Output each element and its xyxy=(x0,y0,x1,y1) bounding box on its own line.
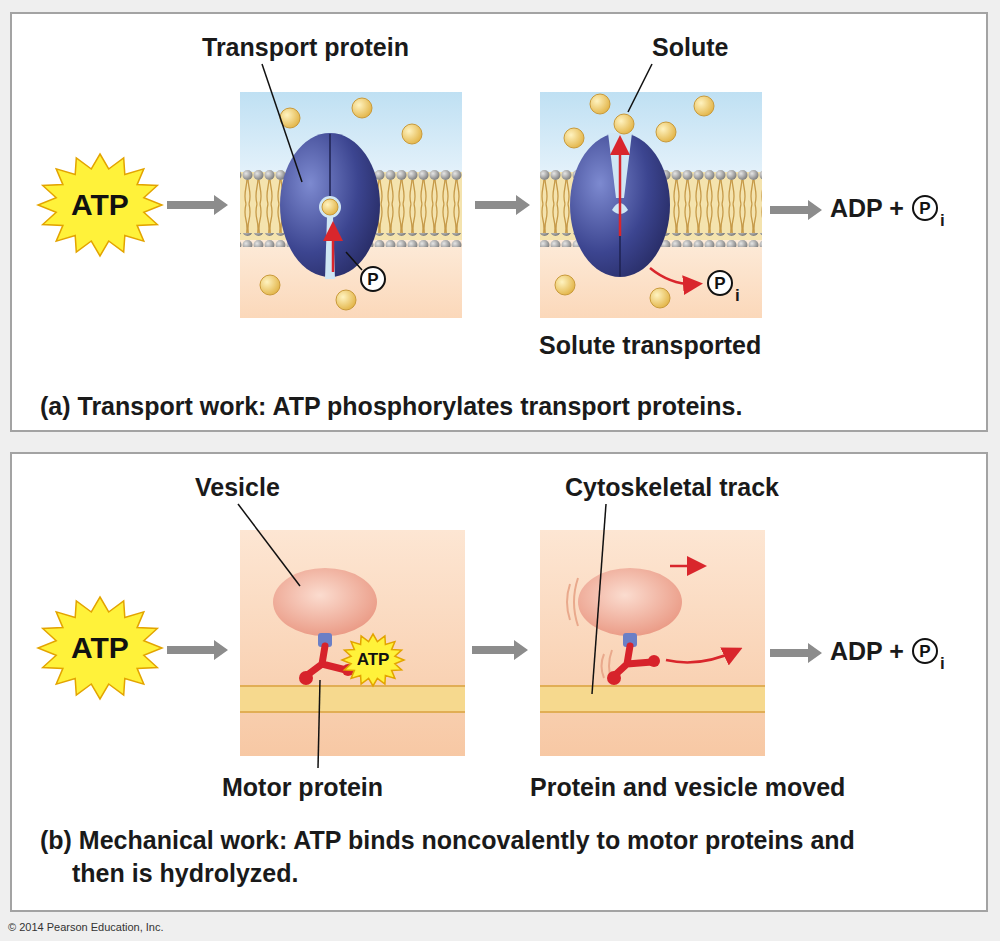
solute xyxy=(555,94,714,308)
cell-scene xyxy=(240,530,465,756)
transport-protein xyxy=(570,133,670,277)
step-label: Solute transported xyxy=(539,330,761,360)
transport-protein xyxy=(329,134,331,196)
atp-starburst: ATP xyxy=(36,595,164,701)
panel-ground xyxy=(10,12,988,432)
product-label: ADP + xyxy=(830,193,904,223)
solute xyxy=(614,114,634,134)
process-arrow xyxy=(475,195,530,215)
leader-line xyxy=(318,680,320,768)
transport-protein xyxy=(570,133,670,277)
part-label: Cytoskeletal track xyxy=(565,472,779,502)
cell-scene xyxy=(240,711,465,713)
panel-caption: (b) Mechanical work: ATP binds noncovale… xyxy=(40,824,900,890)
solute xyxy=(260,275,280,295)
node-label: P xyxy=(919,643,930,660)
motor-protein xyxy=(299,671,313,685)
transport-protein xyxy=(325,217,335,279)
step-label: Protein and vesicle moved xyxy=(530,772,845,802)
process-arrow xyxy=(770,643,822,663)
product-label: ADP + xyxy=(830,636,904,666)
solute xyxy=(555,275,575,295)
part-label: Motor protein xyxy=(222,772,383,802)
atp-starburst: ATP xyxy=(340,632,406,688)
leader-line xyxy=(346,252,362,270)
cell-scene xyxy=(540,711,765,713)
part-label: Transport protein xyxy=(202,32,409,62)
panel-box: (b) Mechanical work: ATP binds noncovale… xyxy=(10,452,988,912)
cell-scene xyxy=(240,685,465,687)
motor-protein xyxy=(614,646,652,676)
node-label: P xyxy=(714,275,725,292)
motion-blur xyxy=(574,578,578,626)
solute xyxy=(352,98,372,118)
vesicle xyxy=(578,568,682,636)
red-arrow xyxy=(666,650,738,662)
subscript: i xyxy=(940,211,945,231)
node-label: ATP xyxy=(36,152,164,258)
node-label: ATP xyxy=(340,632,406,688)
vesicle xyxy=(578,568,682,636)
solute xyxy=(564,128,584,148)
transport-protein xyxy=(280,133,380,279)
solute xyxy=(694,96,714,116)
copyright-note: © 2014 Pearson Education, Inc. xyxy=(8,920,163,934)
subscript: i xyxy=(940,654,945,674)
membrane-scene xyxy=(240,92,462,318)
cell-scene xyxy=(540,530,765,756)
phosphate-circle: P xyxy=(912,638,938,664)
process-arrow xyxy=(167,195,822,663)
leader-line xyxy=(262,64,302,182)
motor-protein xyxy=(648,655,660,667)
red-arrow xyxy=(332,226,335,272)
solute xyxy=(656,122,676,142)
atp-starburst: ATP xyxy=(36,152,164,258)
transport-protein xyxy=(319,196,341,218)
motor-protein xyxy=(607,671,621,685)
red-arrow xyxy=(670,565,702,568)
transport-protein xyxy=(322,199,338,215)
cell-scene xyxy=(240,686,465,712)
node-label: ATP xyxy=(36,595,164,701)
subscript: i xyxy=(735,286,740,306)
cell-scene xyxy=(540,685,765,687)
leader-line xyxy=(592,504,606,694)
cell-scene xyxy=(240,530,465,756)
leader-line xyxy=(628,64,652,112)
phosphate-circle: P xyxy=(360,266,386,292)
part-label: Solute xyxy=(652,32,728,62)
vesicle xyxy=(273,568,377,636)
membrane-scene xyxy=(540,92,762,318)
part-label: Vesicle xyxy=(195,472,280,502)
panel-ground xyxy=(10,452,988,912)
solute xyxy=(590,94,610,114)
vesicle xyxy=(273,568,377,636)
solute xyxy=(402,124,422,144)
leader-line xyxy=(238,504,300,586)
node-label: P xyxy=(919,200,930,217)
process-arrow xyxy=(770,200,822,220)
node-label: P xyxy=(367,271,378,288)
solute xyxy=(336,290,356,310)
process-arrow xyxy=(472,640,528,660)
cell-scene xyxy=(540,686,765,712)
phosphate-circle: P xyxy=(912,195,938,221)
process-arrow xyxy=(167,195,228,215)
cell-scene xyxy=(540,530,765,756)
motor-protein xyxy=(607,633,660,685)
panel-caption: (a) Transport work: ATP phosphorylates t… xyxy=(40,390,960,423)
red-arrow xyxy=(619,140,622,236)
process-arrow xyxy=(167,640,228,660)
motion-blur xyxy=(602,654,605,678)
solute xyxy=(650,288,670,308)
red-arrow xyxy=(650,268,698,284)
motion-blur xyxy=(567,584,570,620)
motor-protein xyxy=(306,646,346,676)
phosphate-circle: P xyxy=(707,270,733,296)
